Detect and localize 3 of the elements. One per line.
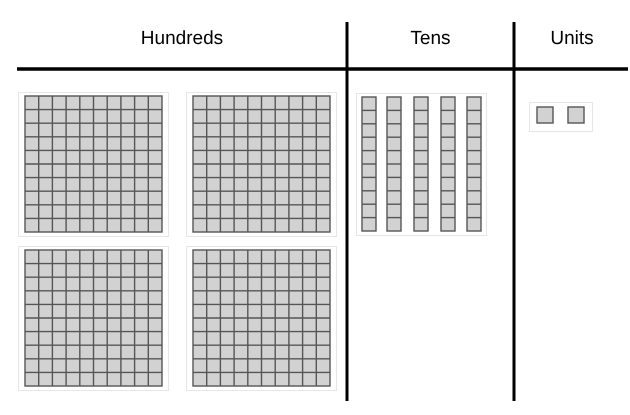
column-heading: Tens <box>410 27 451 51</box>
column-heading: Units <box>550 27 594 51</box>
column-heading: Hundreds <box>140 27 224 51</box>
